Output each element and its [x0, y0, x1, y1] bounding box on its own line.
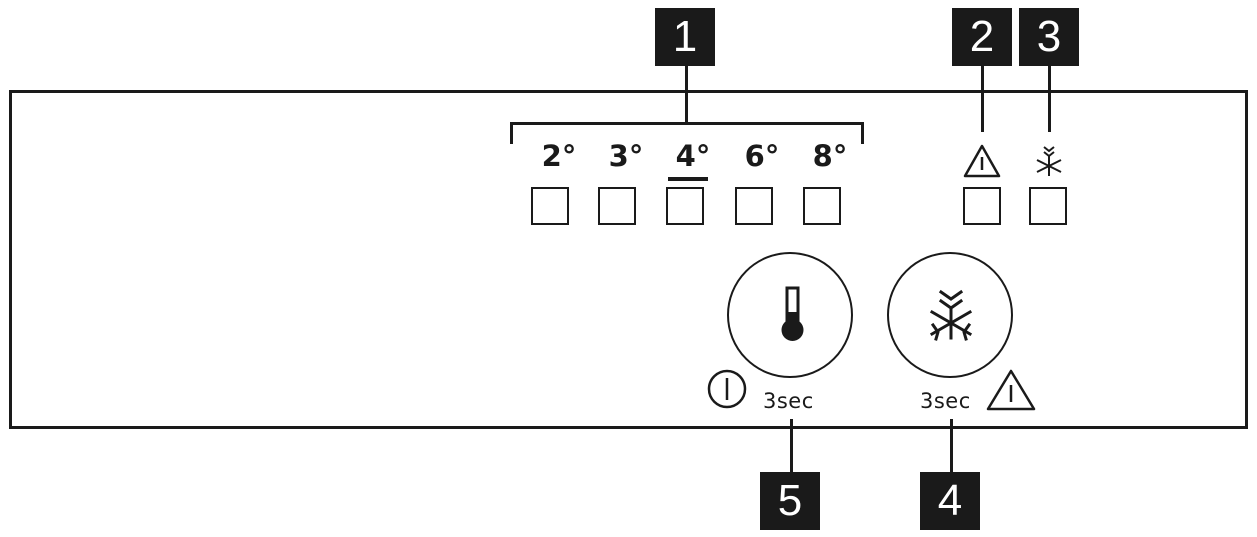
temperature-button-hold-hint: 3sec: [763, 389, 814, 413]
temperature-indicator-2: [531, 187, 569, 225]
snowflake-icon: [929, 289, 973, 341]
warning-icon: [963, 144, 1001, 178]
temperature-indicator-8: [803, 187, 841, 225]
alarm-indicator: [963, 187, 1001, 225]
temperature-button[interactable]: [727, 252, 853, 378]
temperature-label-3: 3°: [608, 139, 644, 173]
leader-line-3: [1048, 66, 1051, 132]
fast-freeze-indicator: [1029, 187, 1067, 225]
temperature-bracket-left: [510, 122, 513, 144]
warning-icon: [986, 369, 1036, 411]
power-icon: [707, 369, 747, 409]
callout-3: 3: [1019, 8, 1079, 66]
temperature-indicator-6: [735, 187, 773, 225]
callout-2: 2: [952, 8, 1012, 66]
leader-line-1: [685, 66, 688, 124]
selected-temperature-underline: [668, 177, 708, 181]
temperature-indicator-4: [666, 187, 704, 225]
control-panel: [9, 90, 1248, 429]
thermometer-icon: [781, 286, 804, 341]
temperature-label-2: 2°: [541, 139, 577, 173]
leader-line-2: [981, 66, 984, 132]
temperature-label-4: 4°: [675, 139, 711, 173]
callout-4: 4: [920, 472, 980, 530]
temperature-indicator-3: [598, 187, 636, 225]
fast-freeze-button[interactable]: [887, 252, 1013, 378]
leader-line-5: [790, 419, 793, 473]
leader-line-4: [950, 419, 953, 473]
callout-1: 1: [655, 8, 715, 66]
temperature-bracket-right: [861, 122, 864, 144]
callout-5: 5: [760, 472, 820, 530]
temperature-label-6: 6°: [744, 139, 780, 173]
fast-freeze-button-hold-hint: 3sec: [920, 389, 971, 413]
temperature-label-8: 8°: [812, 139, 848, 173]
snowflake-icon: [1036, 146, 1062, 176]
temperature-bracket-top: [510, 122, 864, 125]
